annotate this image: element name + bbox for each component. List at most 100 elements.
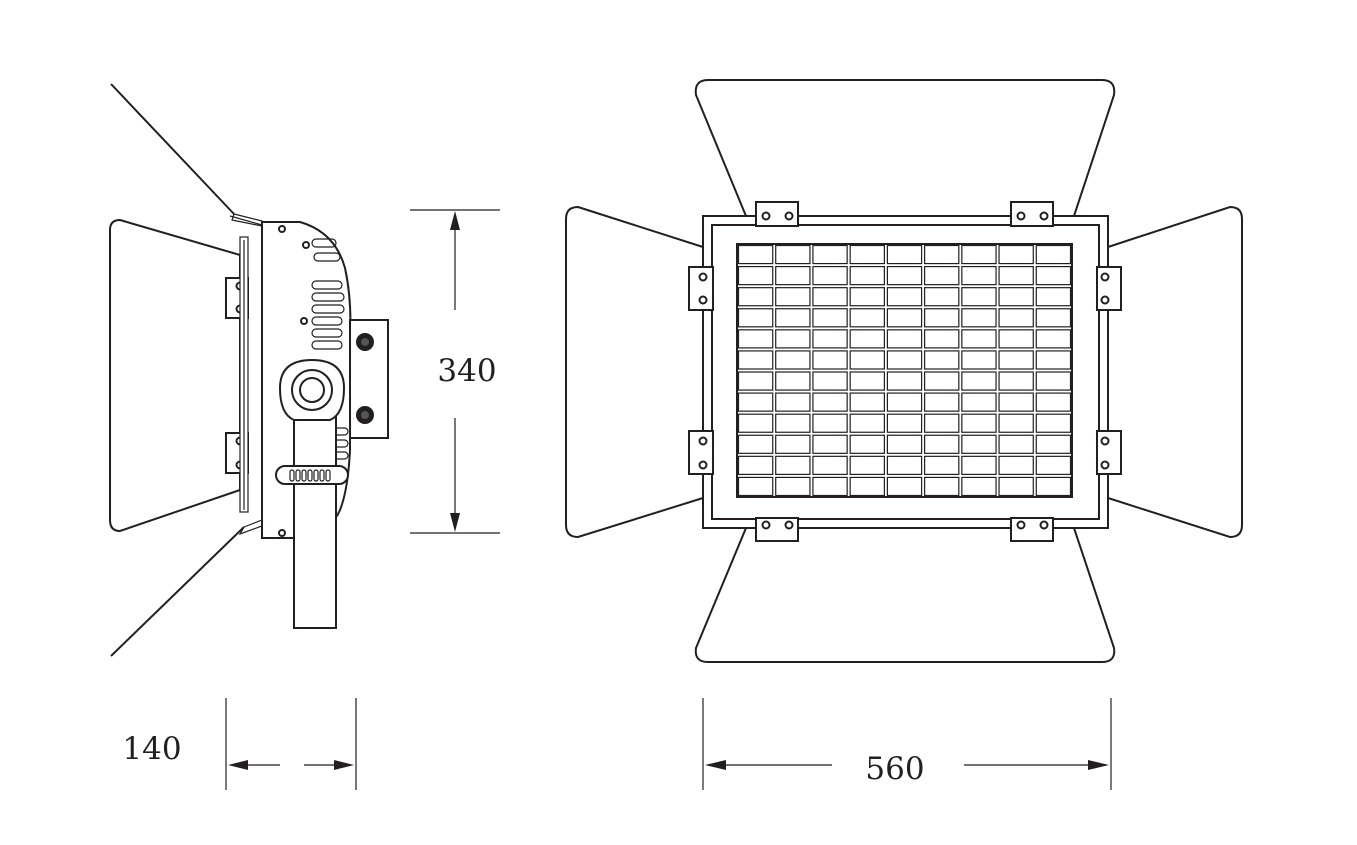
width-arrow-right: [1088, 760, 1109, 770]
led-cell: [1035, 434, 1072, 454]
led-cell: [849, 244, 885, 265]
width-arrow-left: [705, 760, 726, 770]
led-cell: [998, 350, 1034, 370]
led-cell: [737, 350, 774, 370]
led-cell: [849, 350, 885, 370]
led-cell: [886, 392, 923, 412]
led-cell: [849, 329, 885, 349]
height-arrow-bottom: [450, 513, 460, 532]
side-view: [109, 83, 389, 657]
led-cell: [961, 265, 997, 286]
front-top-flap: [694, 79, 1116, 217]
front-bottom-flap: [694, 527, 1116, 663]
led-cell: [849, 265, 885, 286]
depth-dimension: 140: [122, 698, 357, 790]
led-cell: [961, 392, 997, 412]
led-cell: [812, 371, 848, 391]
side-knob-top: [356, 333, 374, 351]
height-dimension: 340: [410, 209, 500, 534]
led-cell: [775, 265, 811, 286]
led-cell: [998, 476, 1034, 497]
led-cell: [998, 287, 1034, 307]
led-cell: [924, 244, 960, 265]
led-cell: [924, 265, 960, 286]
width-dimension: 560: [702, 698, 1112, 790]
led-cell: [924, 413, 960, 433]
led-cell: [812, 434, 848, 454]
depth-arrow-left: [228, 760, 248, 770]
front-hinge-right-bottom: [1096, 430, 1122, 475]
led-cell: [775, 434, 811, 454]
led-cell: [737, 244, 774, 265]
side-top-flap: [110, 83, 235, 215]
front-hinge-left-top: [688, 266, 714, 311]
front-right-flap: [1107, 205, 1243, 539]
led-cell: [1035, 371, 1072, 391]
led-cell: [961, 287, 997, 307]
led-cell: [775, 308, 811, 328]
led-cell: [737, 392, 774, 412]
led-cell: [812, 476, 848, 497]
front-hinge-right-top: [1096, 266, 1122, 311]
front-hinge-bottom-right: [1010, 517, 1054, 542]
led-cell: [924, 308, 960, 328]
led-cell: [775, 350, 811, 370]
front-hinge-left-bottom: [688, 430, 714, 475]
led-cell: [961, 371, 997, 391]
led-cell: [886, 308, 923, 328]
led-grid: [737, 244, 1072, 497]
front-inner-frame: [711, 224, 1100, 520]
led-cell: [886, 265, 923, 286]
led-cell: [849, 413, 885, 433]
side-pivot-boss: [278, 358, 346, 421]
led-cell: [998, 308, 1034, 328]
side-bottom-flap: [110, 526, 245, 657]
side-tilt-lock: [275, 465, 349, 485]
led-cell: [775, 287, 811, 307]
led-cell: [998, 392, 1034, 412]
side-cooling-slots: [311, 238, 349, 460]
led-cell: [998, 329, 1034, 349]
side-yoke-arm: [293, 409, 337, 629]
led-cell: [961, 455, 997, 476]
led-cell: [924, 455, 960, 476]
led-cell: [961, 413, 997, 433]
led-cell: [775, 329, 811, 349]
led-cell: [1035, 350, 1072, 370]
side-knob-bottom: [356, 406, 374, 424]
led-cell: [1035, 265, 1072, 286]
led-cell: [961, 308, 997, 328]
led-cell: [1035, 476, 1072, 497]
led-cell: [961, 329, 997, 349]
led-cell: [849, 476, 885, 497]
led-cell: [1035, 413, 1072, 433]
led-cell: [998, 413, 1034, 433]
led-cell: [849, 455, 885, 476]
led-cell: [961, 350, 997, 370]
led-cell: [812, 413, 848, 433]
led-cell: [924, 392, 960, 412]
led-cell: [812, 265, 848, 286]
led-cell: [998, 244, 1034, 265]
led-cell: [849, 371, 885, 391]
led-panel: [736, 243, 1073, 498]
led-cell: [849, 392, 885, 412]
led-cell: [1035, 287, 1072, 307]
led-cell: [886, 350, 923, 370]
depth-arrow-right: [334, 760, 354, 770]
led-cell: [812, 392, 848, 412]
height-arrow-top: [450, 211, 460, 230]
led-cell: [775, 371, 811, 391]
led-cell: [924, 329, 960, 349]
led-cell: [812, 350, 848, 370]
led-cell: [812, 244, 848, 265]
led-cell: [849, 287, 885, 307]
led-cell: [737, 476, 774, 497]
led-cell: [812, 455, 848, 476]
led-cell: [1035, 308, 1072, 328]
led-cell: [812, 287, 848, 307]
led-cell: [886, 287, 923, 307]
led-cell: [775, 392, 811, 412]
led-cell: [886, 329, 923, 349]
